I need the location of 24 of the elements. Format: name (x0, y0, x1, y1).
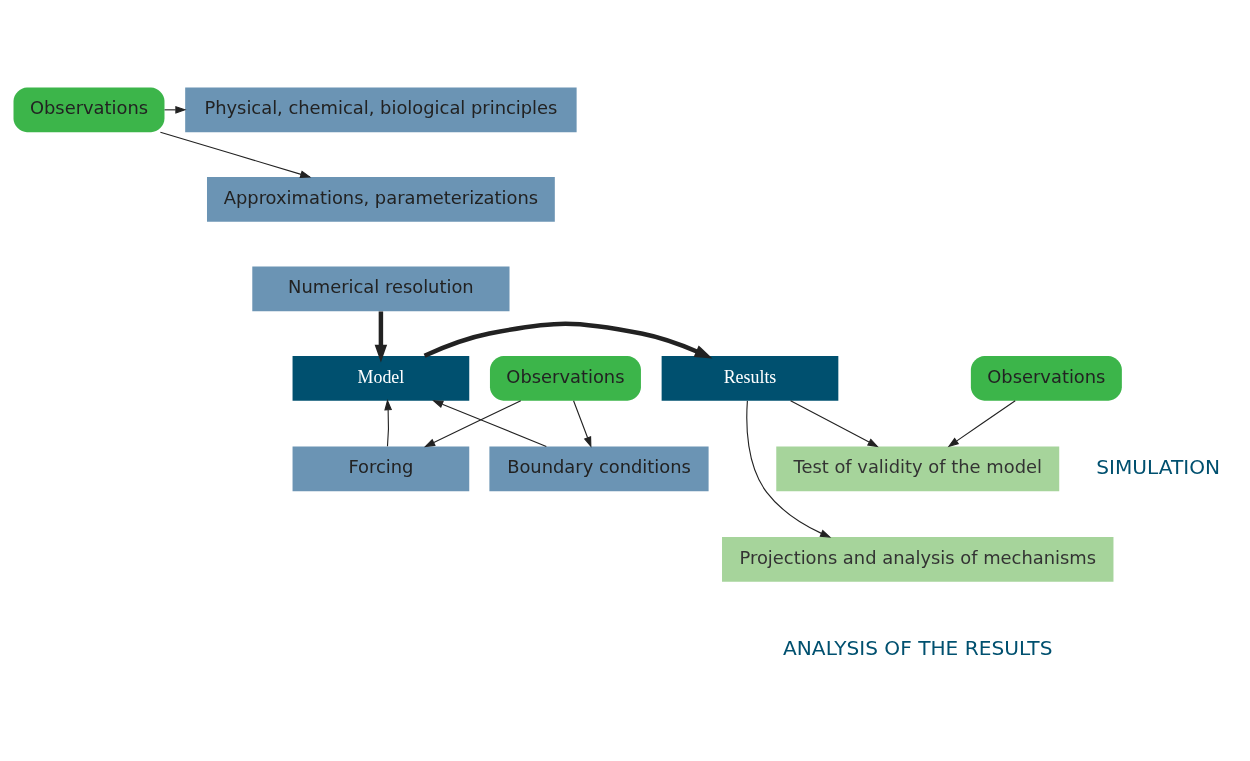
node-box: Model (292, 355, 470, 401)
label: ANALYSIS OF THE RESULTS (783, 635, 1053, 660)
node-box: Approximations, parameterizations (207, 176, 555, 222)
node-box: Forcing (292, 446, 470, 492)
arrow (790, 400, 879, 448)
node-box: Observations (13, 87, 165, 133)
arrow (159, 131, 312, 178)
node-box: Boundary conditions (489, 446, 709, 492)
node-box: Physical, chemical, biological principles (185, 87, 577, 133)
arrow (423, 321, 713, 359)
arrow (947, 400, 1016, 448)
arrow (573, 400, 592, 448)
arrow (374, 311, 388, 363)
arrow (384, 399, 393, 447)
node-box: Observations (970, 355, 1122, 401)
arrow (423, 400, 522, 448)
arrow (432, 400, 547, 447)
node-box: Test of validity of the model (776, 446, 1060, 492)
node-box: Projections and analysis of mechanisms (722, 537, 1114, 582)
arrow (746, 400, 832, 538)
label: SIMULATION (1096, 454, 1221, 479)
node-box: Numerical resolution (252, 266, 510, 312)
node-box: Results (661, 355, 839, 401)
node-box: Observations (489, 355, 641, 401)
